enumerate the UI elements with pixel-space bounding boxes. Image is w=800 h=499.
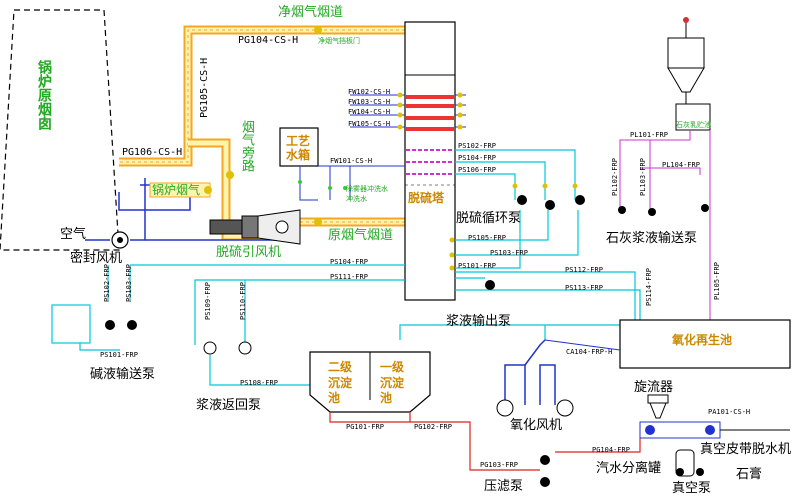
boiler-flue-label: 锅炉烟气	[152, 183, 201, 197]
id-fan-label: 脱硫引风机	[216, 245, 282, 260]
id-fan	[209, 209, 301, 245]
oxidation-fan-bodies	[496, 399, 574, 417]
circ-pump-label: 脱硫循环泵	[456, 211, 522, 226]
second-settle-label: 二级沉淀池	[328, 360, 353, 406]
return-pumps	[203, 341, 252, 355]
chimney-label: 锅炉原烟囱	[36, 60, 52, 130]
lime-lines	[619, 130, 711, 320]
first-settle-label: 一级沉淀池	[380, 360, 405, 406]
pipe-pg102: PG102-FRP	[414, 423, 452, 431]
pipe-pl105: PL105-FRP	[713, 262, 721, 300]
pipe-pg104b: PG104-FRP	[592, 446, 630, 454]
filter-lines	[329, 412, 641, 471]
pipe-fw102: FW102-CS-H	[348, 88, 391, 96]
tank-valves	[298, 180, 347, 190]
separator-label: 汽水分离罐	[596, 461, 662, 476]
slurry-out-pump-label: 浆液输出泵	[446, 314, 512, 329]
pipe-pg101: PG101-FRP	[346, 423, 384, 431]
small-tag-2: 冲洗水	[346, 195, 367, 203]
pipe-ps101: PS101-FRP	[458, 262, 496, 270]
cyclone-label: 旋流器	[634, 380, 674, 395]
pipe-ps111: PS111-FRP	[330, 273, 368, 281]
pipe-pg103: PG103-FRP	[480, 461, 518, 469]
pipe-ca104: CA104-FRP-H	[566, 348, 613, 356]
pipe-ps109: PS109-FRP	[204, 282, 212, 320]
pipe-fw103: FW103-CS-H	[348, 98, 391, 106]
absorber-label: 脱硫塔	[408, 191, 445, 205]
small-tag-1: 除雾器冲洗水	[346, 185, 388, 193]
pipe-ps108: PS108-FRP	[240, 379, 278, 387]
chimney-shape	[0, 9, 120, 251]
process-tank-label: 工艺水箱	[286, 134, 311, 163]
pipe-pl102: PL102-FRP	[611, 158, 619, 196]
oxidation-tank-label: 氧化再生池	[672, 333, 733, 347]
pipe-pl101: PL101-FRP	[630, 131, 668, 139]
alkali-tank	[51, 304, 91, 344]
alkali-pumps	[105, 320, 137, 330]
flue-ducts	[118, 25, 405, 241]
belt-filter-label: 真空皮带脱水机	[700, 442, 792, 457]
cyclone	[647, 394, 669, 419]
oxidation-fan-label: 氧化风机	[510, 418, 563, 433]
pipe-fw104: FW104-CS-H	[348, 108, 391, 116]
pipe-ps103: PS103-FRP	[490, 249, 528, 257]
gypsum-label: 石膏	[736, 467, 763, 482]
pipe-ps110: PS110-FRP	[239, 282, 247, 320]
pipe-pg105: PG105-CS-H	[199, 57, 210, 118]
return-pump-label: 浆液返回泵	[196, 398, 262, 413]
pipe-ps105: PS105-FRP	[468, 234, 506, 242]
process-water-tank	[279, 127, 319, 167]
circulation-pumps	[485, 195, 585, 290]
filter-pump-label: 压滤泵	[484, 479, 524, 494]
pipe-ps104b: PS104-FRP	[330, 258, 368, 266]
pipe-ps104: PS104-FRP	[458, 154, 496, 162]
pipe-ps106: PS106-FRP	[458, 166, 496, 174]
pipe-ps102v: PS102-FRP	[103, 264, 111, 302]
pipe-ps101b: PS101-FRP	[100, 351, 138, 359]
separator-and-vacuum	[639, 421, 790, 477]
seal-fan-hub	[117, 237, 123, 243]
pipe-ps113: PS113-FRP	[565, 284, 603, 292]
lime-silo-tag: 石灰乳贮池	[676, 121, 711, 129]
pipe-pa101: PA101-CS-H	[708, 408, 751, 416]
alkali-pump-label: 碱液输送泵	[90, 367, 156, 382]
fw-valves	[397, 92, 463, 130]
pipe-pg106: PG106-CS-H	[122, 147, 183, 158]
slurry-lines	[79, 149, 641, 400]
clean-flue-label: 净烟气烟道	[278, 5, 344, 20]
pipe-pl103: PL103-FRP	[639, 158, 647, 196]
bypass-flue-label: 烟气旁路	[239, 120, 254, 172]
absorber-tower	[404, 21, 456, 301]
ca-line	[544, 339, 621, 351]
clean-flue-gate-label: 净烟气挡板门	[318, 37, 360, 45]
pipe-fw101: FW101-CS-H	[330, 157, 373, 165]
seal-fan-label: 密封风机	[70, 251, 123, 266]
oxidation-fans	[504, 339, 556, 405]
raw-flue-label: 原烟气烟道	[328, 228, 394, 243]
lime-pumps	[618, 204, 709, 216]
lime-silo	[667, 17, 711, 131]
vacuum-pump-label: 真空泵	[672, 481, 712, 496]
air-label: 空气	[60, 227, 87, 242]
tank-lines	[299, 165, 405, 201]
pipe-fw105: FW105-CS-H	[348, 120, 391, 128]
pipe-ps103v: PS103-FRP	[125, 264, 133, 302]
slurry-valves	[449, 183, 578, 271]
oxidation-tank	[619, 319, 791, 369]
lime-pump-label: 石灰浆液输送泵	[606, 231, 698, 246]
pipe-ps112: PS112-FRP	[565, 266, 603, 274]
pipe-ps102: PS102-FRP	[458, 142, 496, 150]
flue-dampers	[204, 26, 322, 226]
pipe-pl104: PL104-FRP	[662, 161, 700, 169]
pipe-ps114: PS114-FRP	[645, 268, 653, 306]
filter-pumps	[540, 455, 550, 487]
pipe-pg104: PG104-CS-H	[238, 35, 299, 46]
